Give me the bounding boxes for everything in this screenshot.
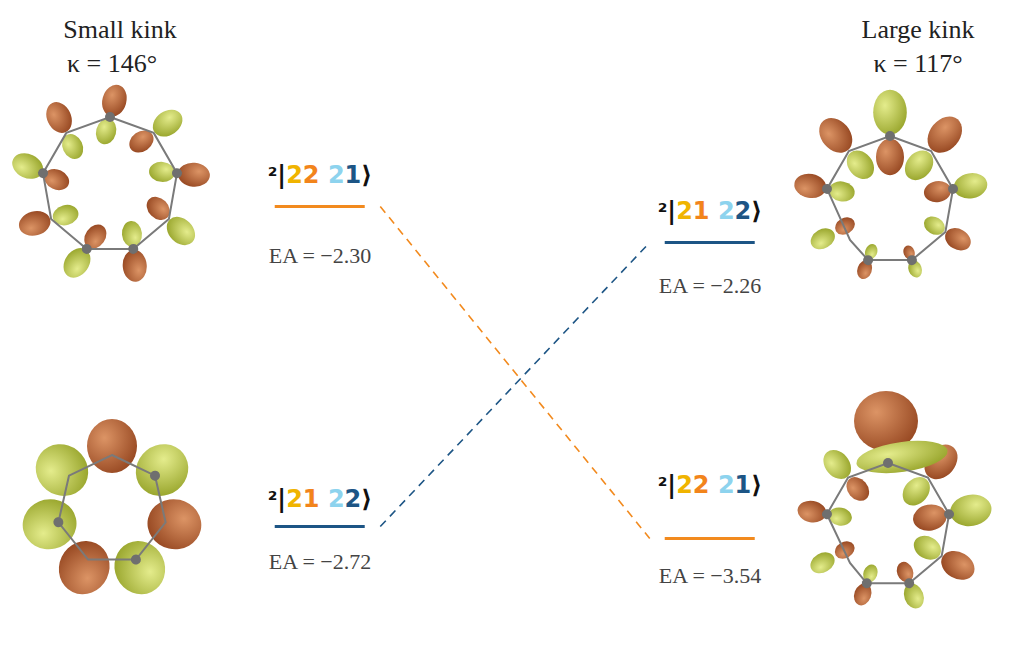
state-label: ²|21 22⟩: [268, 484, 373, 515]
state-char: |: [667, 197, 676, 225]
state-label: ²|22 21⟩: [268, 160, 373, 191]
energy-level: ²|22 21⟩EA = −3.54: [652, 470, 769, 588]
state-char: 2: [328, 485, 345, 513]
state-char: ²: [268, 163, 278, 188]
state-char: ⟩: [751, 197, 762, 225]
state-char: 1: [345, 161, 362, 189]
state-char: 2: [676, 471, 693, 499]
state-char: 2: [286, 161, 303, 189]
state-char: ⟩: [361, 161, 372, 189]
state-char: |: [667, 471, 676, 499]
energy-level: ²|21 22⟩EA = −2.72: [262, 484, 379, 574]
state-char: [710, 471, 718, 499]
state-char: 2: [345, 485, 362, 513]
state-char: ⟩: [751, 471, 762, 499]
energy-level: ²|21 22⟩EA = −2.26: [652, 196, 769, 298]
correlation-line: [380, 243, 649, 527]
level-bar: [665, 241, 755, 244]
electron-affinity: EA = −2.26: [658, 274, 763, 298]
molecule-orbital: [18, 419, 207, 603]
state-char: ⟩: [361, 485, 372, 513]
level-bar: [665, 537, 755, 540]
molecule-orbital: [792, 90, 989, 281]
state-char: 2: [286, 485, 303, 513]
level-bar: [275, 525, 365, 528]
state-char: 1: [303, 485, 320, 513]
state-char: |: [277, 485, 286, 513]
heading-text: κ = 146°: [67, 48, 157, 79]
state-char: [320, 161, 328, 189]
state-char: 2: [328, 161, 345, 189]
state-char: 1: [735, 471, 752, 499]
molecule-orbital: [8, 82, 211, 283]
state-char: ²: [268, 487, 278, 512]
heading-text: κ = 117°: [873, 48, 962, 79]
state-char: [320, 485, 328, 513]
state-label: ²|21 22⟩: [658, 196, 763, 227]
electron-affinity: EA = −2.30: [268, 244, 373, 268]
state-char: [710, 197, 718, 225]
state-char: 2: [303, 161, 320, 189]
electron-affinity: EA = −2.72: [268, 550, 373, 574]
molecule-orbital: [796, 391, 994, 611]
state-char: 2: [693, 471, 710, 499]
state-char: |: [277, 161, 286, 189]
state-char: 2: [718, 197, 735, 225]
state-char: 2: [718, 471, 735, 499]
state-char: 2: [676, 197, 693, 225]
energy-level: ²|22 21⟩EA = −2.30: [262, 160, 379, 268]
electron-affinity: EA = −3.54: [658, 564, 763, 588]
heading-text: Large kink: [862, 14, 975, 45]
state-label: ²|22 21⟩: [658, 470, 763, 501]
state-char: 2: [735, 197, 752, 225]
state-char: ²: [658, 473, 668, 498]
state-char: ²: [658, 199, 668, 224]
heading-text: Small kink: [63, 14, 176, 45]
correlation-line: [380, 207, 649, 539]
state-char: 1: [693, 197, 710, 225]
level-bar: [275, 205, 365, 208]
